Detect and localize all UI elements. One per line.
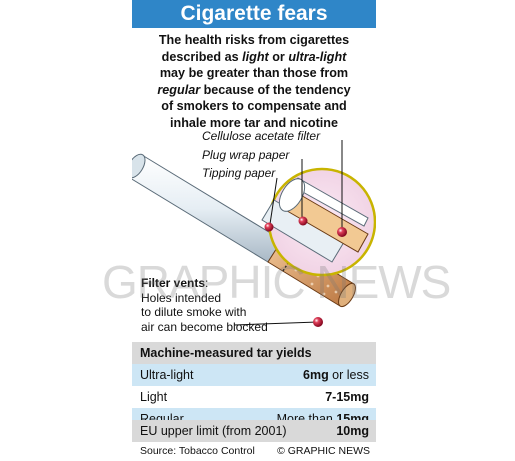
row-value: 6mg or less [303, 364, 369, 386]
filter-vents-title: Filter vents [141, 276, 206, 290]
intro-light-word: light [242, 49, 269, 64]
filter-hole-marker [337, 227, 347, 237]
plug-wrap-marker [298, 216, 308, 226]
table-row: EU upper limit (from 2001) 10mg [132, 420, 376, 442]
row-value-suffix: or less [328, 368, 369, 382]
intro-ultra-light-word: ultra-light [288, 49, 347, 64]
watermark: GRAPHIC NEWS [102, 256, 451, 308]
intro-text-segment: because of the tendency [200, 82, 351, 97]
tar-yields-header: Machine-measured tar yields [132, 342, 376, 364]
intro-text-segment: or [268, 49, 289, 64]
filter-vents-line-1: Holes intended [141, 290, 222, 305]
filter-vents-colon: : [205, 276, 209, 290]
copyright-credit: © GRAPHIC NEWS [277, 445, 370, 457]
row-value-amount: 7-15mg [325, 390, 369, 404]
row-value: 10mg [336, 420, 369, 442]
intro-line-5: of smokers to compensate and [161, 99, 347, 113]
infographic: Cigarette fears The health risks from ci… [132, 0, 376, 461]
label-cellulose-filter: Cellulose acetate filter [202, 129, 321, 143]
filter-vents-line-2: to dilute smoke with [141, 305, 247, 319]
label-plug-wrap: Plug wrap paper [202, 148, 290, 162]
filter-vents-line-3: air can become blocked [141, 319, 268, 334]
tipping-marker [264, 222, 274, 232]
intro-line-2: described as light or ultra-light [136, 49, 372, 66]
table-row: Ultra-light 6mg or less [132, 364, 376, 386]
intro-line-1: The health risks from cigarettes [158, 33, 350, 47]
intro-line-3: may be greater than those from [159, 66, 349, 80]
row-value: 7-15mg [325, 386, 369, 408]
filter-vents-note: Filter vents: Holes intended to dilute s… [141, 276, 291, 334]
page-title: Cigarette fears [180, 2, 328, 25]
intro-regular-word: regular [157, 82, 201, 97]
intro-text: The health risks from cigarettes describ… [136, 32, 372, 131]
intro-line-6: inhale more tar and nicotine [170, 115, 338, 130]
magnifier-inset [261, 167, 376, 277]
intro-text-segment: described as [161, 49, 243, 64]
label-tipping-paper: Tipping paper [202, 166, 276, 180]
pointer-lines [233, 140, 343, 326]
row-value-amount: 10mg [336, 424, 369, 438]
title-bar: Cigarette fears [132, 0, 376, 28]
filter-vents-heading: Filter vents: [141, 276, 291, 291]
row-label: EU upper limit (from 2001) [140, 424, 287, 438]
cigarette-diagram [132, 140, 376, 327]
row-value-amount: 6mg [303, 368, 329, 382]
vent-hole-marker [313, 317, 323, 327]
row-label: Light [140, 390, 168, 404]
table-row: Light 7-15mg [132, 386, 376, 408]
footer: Source: Tobacco Control © GRAPHIC NEWS [132, 442, 376, 461]
source-credit: Source: Tobacco Control [140, 445, 255, 457]
intro-line-4: regular because of the tendency [136, 82, 372, 99]
row-label: Ultra-light [140, 368, 194, 382]
